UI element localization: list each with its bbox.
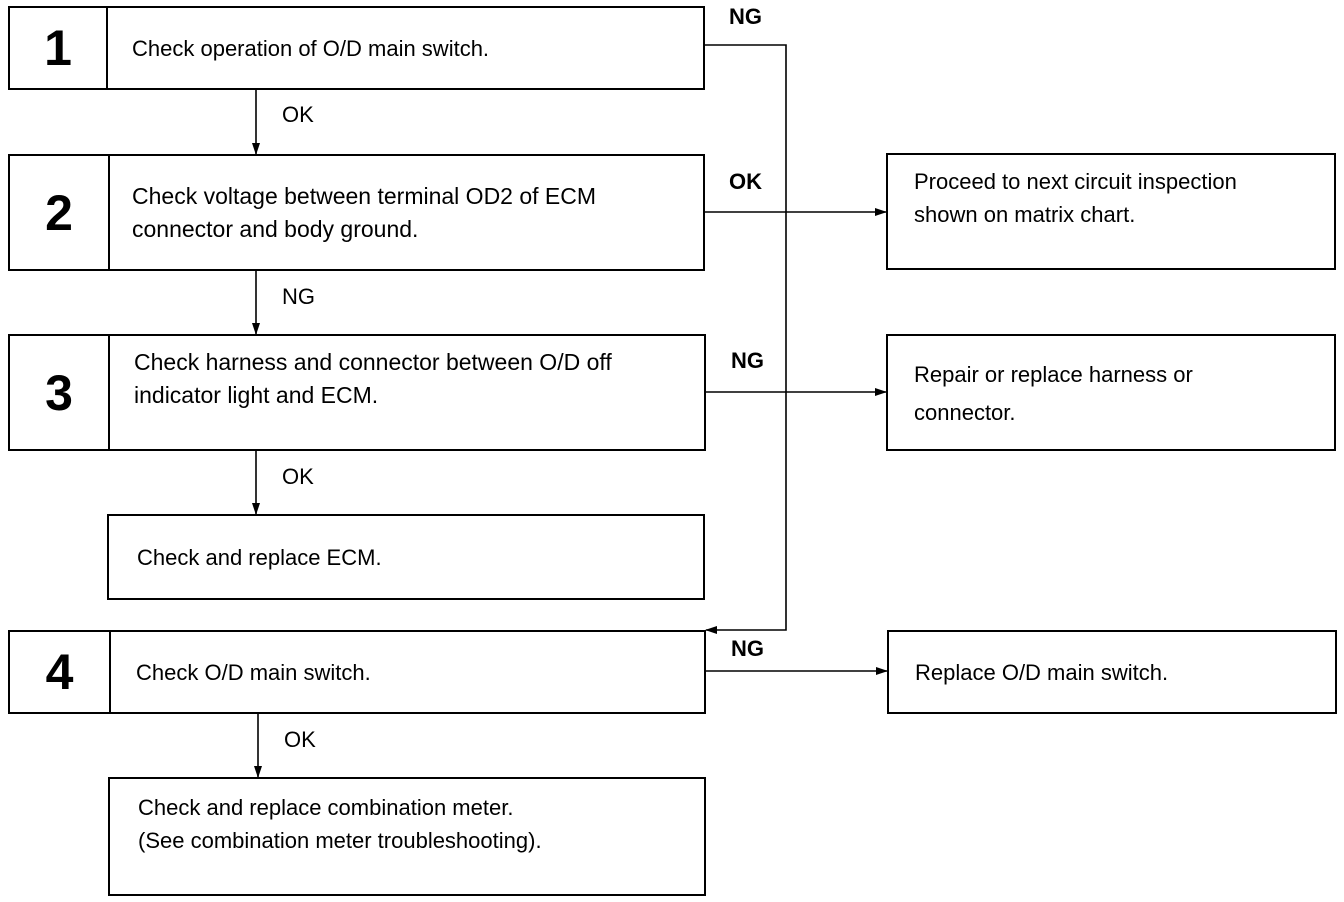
step-1-ok-label: OK (282, 102, 314, 127)
step-2-number: 2 (10, 156, 110, 269)
replace-switch-text: Replace O/D main switch. (915, 659, 1169, 685)
step-2-text: Check voltage between terminal OD2 of EC… (132, 182, 597, 242)
step-1-number: 1 (10, 8, 108, 88)
step-3-box: 3 Check harness and connector between O/… (8, 334, 706, 451)
replace-switch-box: Replace O/D main switch. (887, 630, 1337, 714)
proceed-next-text: Proceed to next circuit inspection shown… (914, 169, 1237, 227)
step-4-ng-label: NG (731, 636, 764, 661)
repair-harness-text: Repair or replace harness or connector. (914, 362, 1193, 425)
step-1-ng-label: NG (729, 4, 762, 29)
step-4-number: 4 (10, 632, 111, 712)
step-2-ng-label: NG (282, 284, 315, 309)
replace-ecm-text: Check and replace ECM. (137, 544, 382, 570)
step-1-text: Check operation of O/D main switch. (132, 35, 490, 61)
step-1-box: 1 Check operation of O/D main switch. (8, 6, 705, 90)
replace-ecm-box: Check and replace ECM. (107, 514, 705, 600)
step-4-ok-label: OK (284, 727, 316, 752)
repair-harness-box: Repair or replace harness or connector. (886, 334, 1336, 451)
arrow-1-ng-to-4 (704, 44, 787, 634)
proceed-next-box: Proceed to next circuit inspection shown… (886, 153, 1336, 270)
combination-meter-line1: Check and replace combination meter. (138, 795, 514, 820)
step-3-ng-label: NG (731, 348, 764, 373)
step-4-text: Check O/D main switch. (136, 659, 371, 685)
step-2-box: 2 Check voltage between terminal OD2 of … (8, 154, 705, 271)
step-4-box: 4 Check O/D main switch. (8, 630, 706, 714)
step-2-ok-label: OK (729, 169, 762, 194)
combination-meter-box: Check and replace combination meter. (Se… (108, 777, 706, 896)
step-3-text: Check harness and connector between O/D … (134, 349, 612, 408)
step-3-ok-label: OK (282, 464, 314, 489)
combination-meter-line2: (See combination meter troubleshooting). (138, 828, 542, 853)
combination-meter-text: Check and replace combination meter. (Se… (138, 779, 694, 894)
step-3-number: 3 (10, 336, 110, 449)
